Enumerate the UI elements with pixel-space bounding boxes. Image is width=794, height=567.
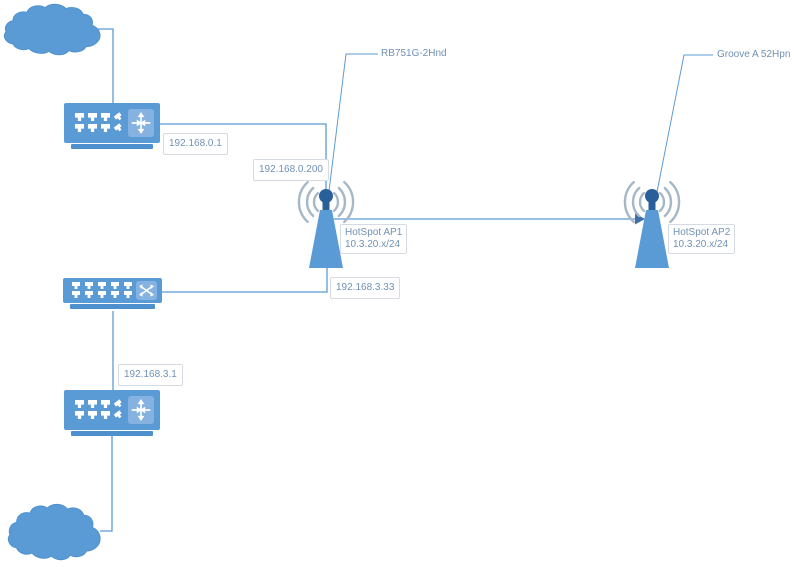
hotspot-ap1-antenna[interactable]: [297, 180, 355, 268]
switch-crossed-arrows-icon: [136, 281, 157, 300]
ethernet-port-icon: [124, 282, 132, 289]
ethernet-port-icon: [85, 291, 93, 298]
ethernet-port-icon: [75, 400, 84, 408]
switch[interactable]: [63, 278, 162, 309]
label-ap1-ip[interactable]: 192.168.0.200: [253, 159, 329, 181]
ethernet-port-icon: [88, 411, 97, 419]
ethernet-port-icon: [101, 124, 110, 132]
label-router2-ip[interactable]: 192.168.3.1: [118, 364, 183, 386]
ethernet-port-icon: [75, 124, 84, 132]
ap1-subnet: 10.3.20.x/24: [345, 239, 401, 250]
antenna-top-dot: [645, 189, 659, 203]
antenna-cone: [309, 210, 343, 268]
antenna-cone: [635, 210, 669, 268]
antenna-top-dot: [319, 189, 333, 203]
ethernet-port-icon: [75, 113, 84, 121]
hotspot-ap2-antenna[interactable]: [623, 180, 681, 268]
wireless-link-ap1-ap2[interactable]: [334, 213, 645, 225]
internet-cloud-top-icon[interactable]: [3, 3, 101, 56]
device-shadow: [71, 431, 153, 436]
ethernet-port-icon: [111, 282, 119, 289]
label-hotspot-ap1[interactable]: HotSpot AP1 10.3.20.x/24: [340, 224, 408, 254]
callout-ap2-model[interactable]: Groove A 52Hpn: [717, 49, 791, 60]
console-port-icon: [114, 123, 124, 133]
callout-line-ap2[interactable]: [656, 54, 713, 193]
connector-router2-cloud-bottom[interactable]: [100, 435, 113, 532]
ap1-name: HotSpot AP1: [345, 227, 403, 238]
antenna-mast: [322, 201, 330, 213]
ethernet-port-icon: [88, 113, 97, 121]
label-switch-ip[interactable]: 192.168.3.33: [330, 277, 401, 299]
ethernet-port-icon: [101, 400, 110, 408]
connector-switch-ap1[interactable]: [162, 267, 328, 293]
console-port-icon: [114, 112, 124, 122]
callout-line-ap1[interactable]: [328, 53, 378, 192]
ap2-name: HotSpot AP2: [673, 227, 731, 238]
device-shadow: [71, 144, 153, 149]
wireless-waves-icon: [297, 180, 355, 224]
ethernet-port-icon: [98, 282, 106, 289]
ap2-subnet: 10.3.20.x/24: [673, 239, 729, 250]
ethernet-ports: [75, 400, 127, 419]
ethernet-port-icon: [72, 291, 80, 298]
device-shadow: [70, 304, 155, 309]
internet-cloud-bottom-icon[interactable]: [7, 503, 101, 561]
ethernet-port-icon: [72, 282, 80, 289]
ethernet-port-icon: [111, 291, 119, 298]
ethernet-ports: [75, 113, 127, 132]
callout-ap1-model[interactable]: RB751G-2Hnd: [381, 48, 447, 59]
router-crossed-arrows-icon: [128, 109, 154, 137]
console-port-icon: [114, 399, 124, 409]
ethernet-port-icon: [98, 291, 106, 298]
antenna-mast: [648, 201, 656, 213]
ethernet-port-icon: [124, 291, 132, 298]
console-port-icon: [114, 410, 124, 420]
ethernet-port-icon: [88, 400, 97, 408]
connector-cloud-top-router1[interactable]: [98, 28, 114, 103]
ethernet-port-icon: [101, 113, 110, 121]
label-router1-ip[interactable]: 192.168.0.1: [163, 133, 228, 155]
ethernet-port-icon: [75, 411, 84, 419]
ethernet-ports: [72, 282, 137, 298]
link-arrowhead-icon: [635, 213, 645, 225]
ethernet-port-icon: [101, 411, 110, 419]
ethernet-port-icon: [85, 282, 93, 289]
router-top[interactable]: [64, 103, 160, 149]
ethernet-port-icon: [88, 124, 97, 132]
router-crossed-arrows-icon: [128, 396, 154, 424]
router-bottom[interactable]: [64, 390, 160, 436]
label-hotspot-ap2[interactable]: HotSpot AP2 10.3.20.x/24: [668, 224, 736, 254]
